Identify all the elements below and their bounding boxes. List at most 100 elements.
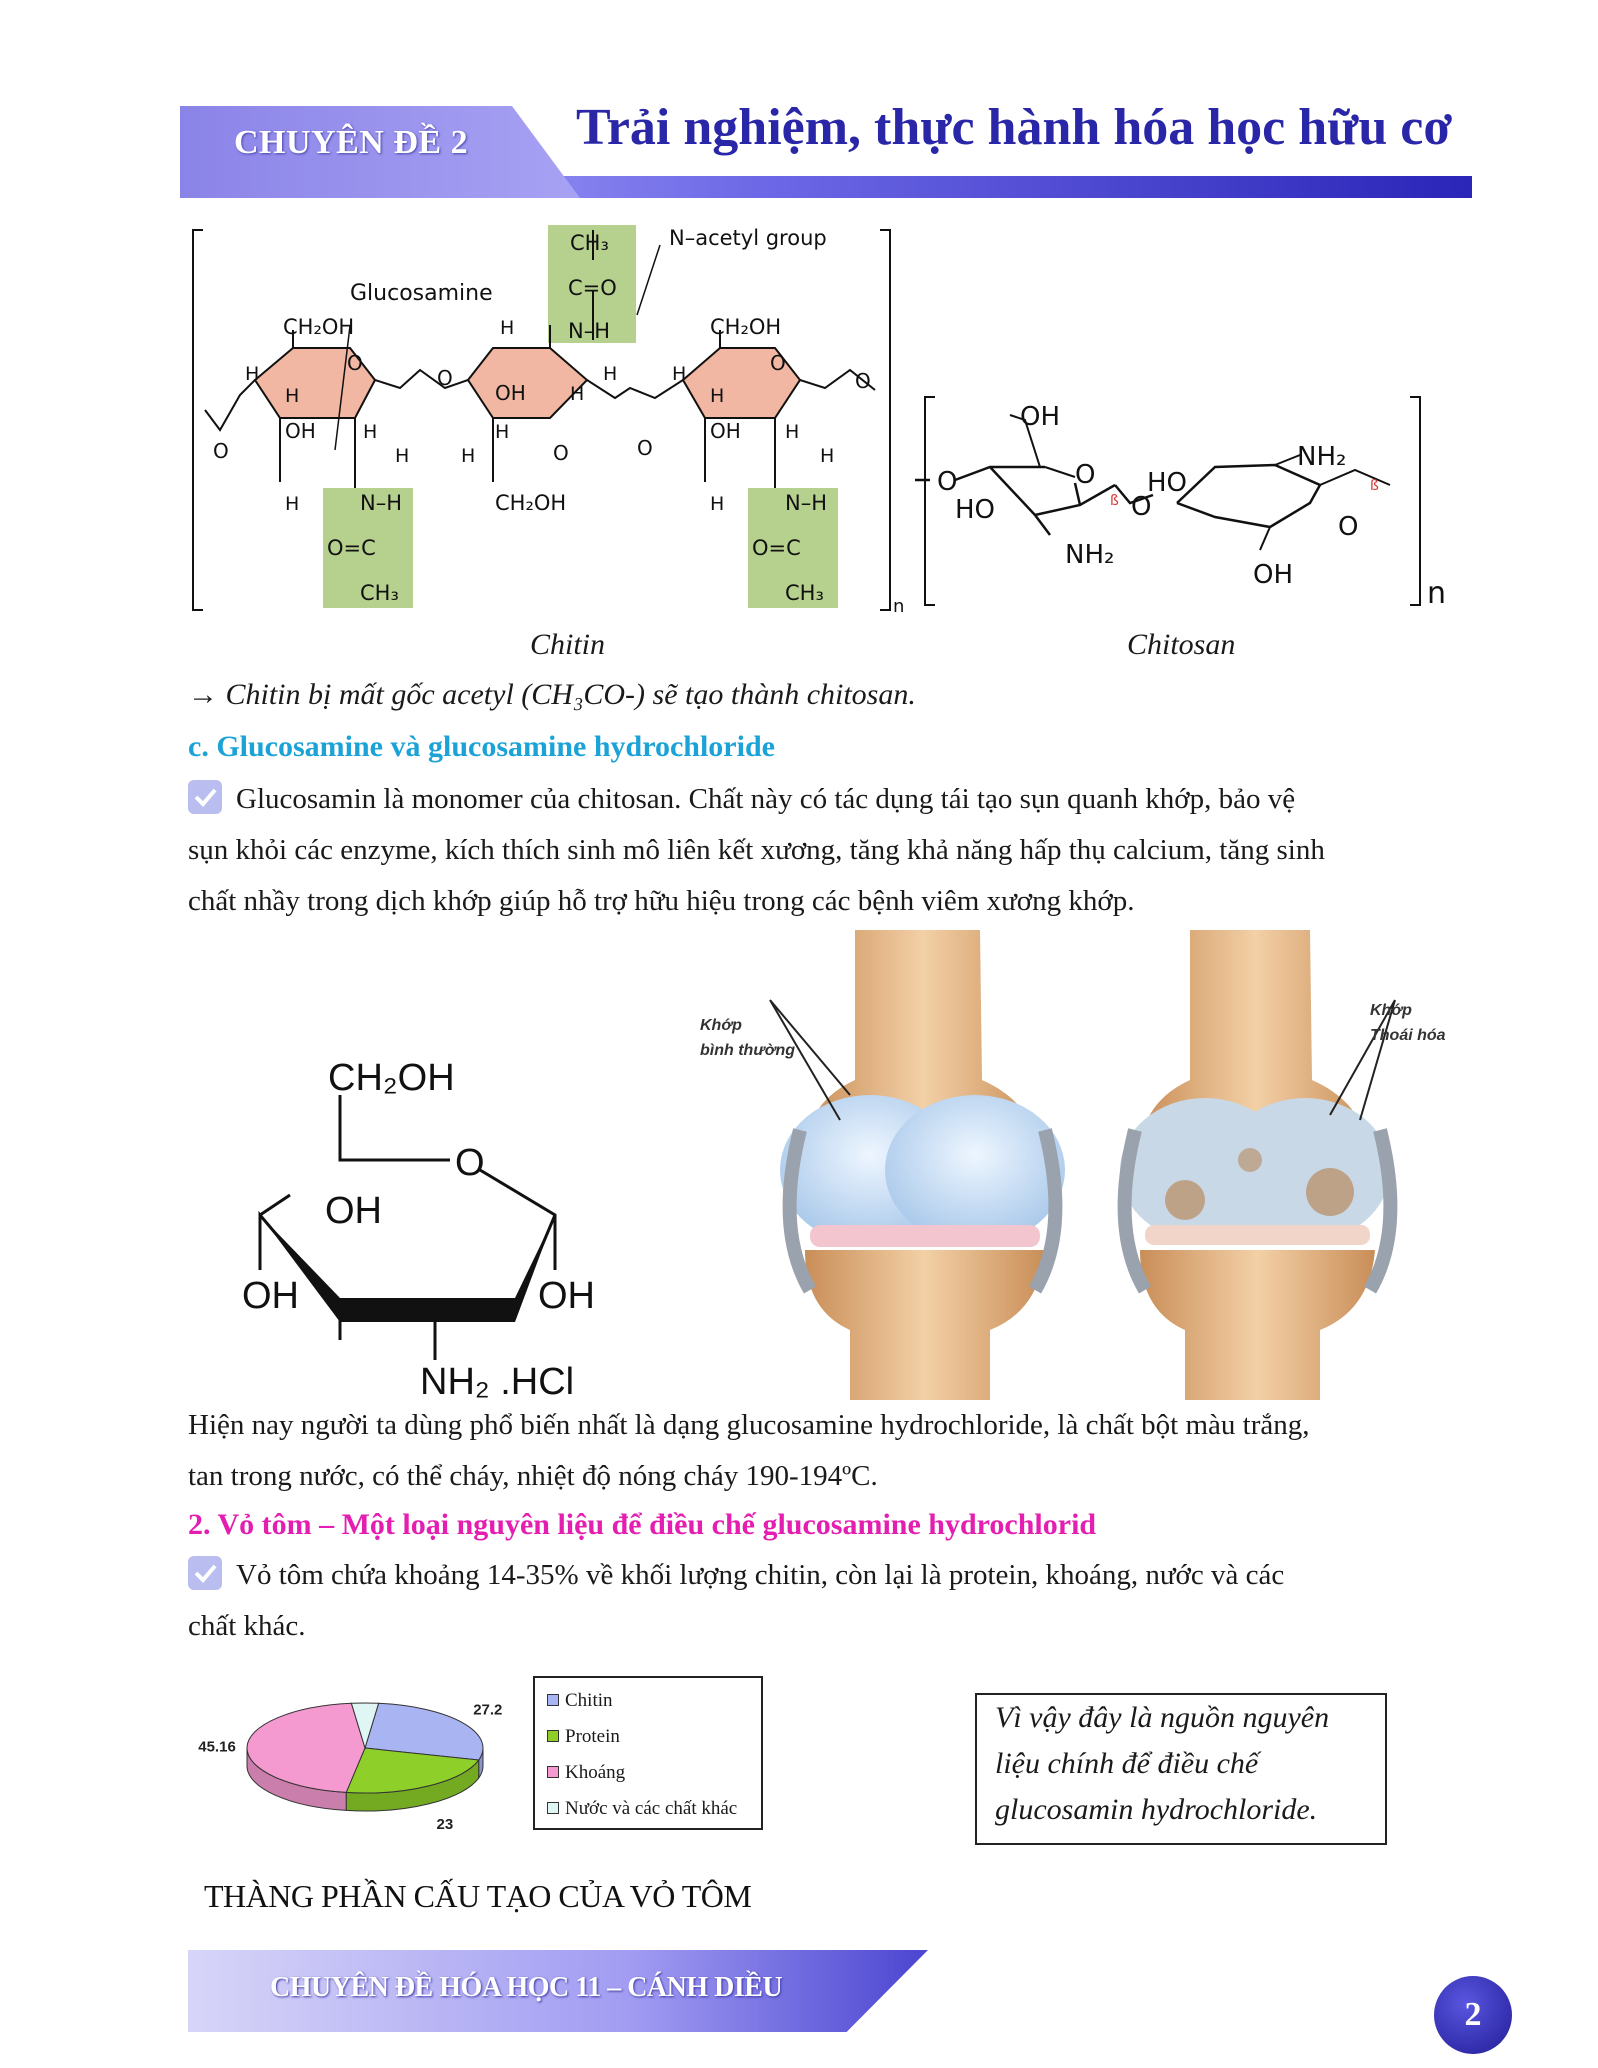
chem-label: OH xyxy=(538,1275,595,1317)
chem-label: O xyxy=(1131,492,1151,522)
legend-swatch xyxy=(547,1802,559,1814)
chem-label: OH xyxy=(285,419,316,443)
chitosan-structure: O HO OH O ß NH₂ O HO NH₂ ß O OH n xyxy=(915,396,1446,611)
chem-label: H xyxy=(500,317,514,339)
beta-label: ß xyxy=(1110,493,1119,509)
chitin-caption: Chitin xyxy=(530,628,606,661)
header-badge-label: CHUYÊN ĐỀ 2 xyxy=(234,124,469,161)
page-title: Trải nghiệm, thực hành hóa học hữu cơ xyxy=(576,99,1453,156)
chem-label: O xyxy=(1338,512,1358,542)
chem-label: O xyxy=(437,366,453,390)
chem-label: H xyxy=(285,385,299,407)
chem-label: n xyxy=(893,596,904,617)
legend-swatch xyxy=(547,1730,559,1742)
header-badge: CHUYÊN ĐỀ 2 xyxy=(180,106,580,198)
chem-label: OH xyxy=(325,1190,382,1232)
chem-label: O xyxy=(937,467,957,497)
legend-swatch xyxy=(547,1694,559,1706)
chem-label: H xyxy=(363,421,377,443)
chem-label: CH₂OH xyxy=(710,315,781,339)
pie-value-label: 23 xyxy=(437,1816,454,1833)
legend-item: Nước và các chất khác xyxy=(547,1798,737,1820)
note-line: Vì vậy đây là nguồn nguyên xyxy=(995,1701,1330,1734)
chem-label: OH xyxy=(1253,560,1293,590)
pie-chart-title: THÀNG PHẦN CẤU TẠO CỦA VỎ TÔM xyxy=(204,1878,752,1914)
arrow-note: → Chitin bị mất gốc acetyl (CH₃CO-) sẽ t… xyxy=(188,678,916,711)
beta-label: ß xyxy=(1370,478,1379,494)
chem-label: H xyxy=(710,493,724,515)
chem-label: NH₂ xyxy=(1297,442,1346,472)
chitosan-caption: Chitosan xyxy=(1127,628,1236,661)
chem-label: O xyxy=(637,436,653,460)
pie-slice xyxy=(364,1702,484,1761)
check-icon xyxy=(188,780,222,814)
hcl-paragraph: Hiện nay người ta dùng phổ biến nhất là … xyxy=(188,1400,1518,1502)
chem-label: CH₂OH xyxy=(328,1057,455,1099)
chem-label: OH xyxy=(1020,402,1060,432)
page-number: 2 xyxy=(1434,1976,1512,2054)
chem-label: H xyxy=(285,493,299,515)
chem-label: O xyxy=(770,351,786,375)
paragraph-line: tan trong nước, có thể cháy, nhiệt độ nó… xyxy=(188,1460,878,1492)
paragraph-line: Hiện nay người ta dùng phổ biến nhất là … xyxy=(188,1409,1310,1441)
chem-label: HO xyxy=(1147,468,1187,498)
legend-item: Khoáng xyxy=(547,1762,625,1784)
chem-label: H xyxy=(785,421,799,443)
note-box: Vì vậy đây là nguồn nguyên liệu chính để… xyxy=(975,1693,1387,1845)
chem-label: O=C xyxy=(752,536,801,560)
legend-item: Protein xyxy=(547,1726,620,1748)
chem-label: N–H xyxy=(568,319,610,343)
chem-label: CH₃ xyxy=(360,581,399,605)
paragraph-line: chất nhầy trong dịch khớp giúp hỗ trợ hữ… xyxy=(188,885,1135,917)
footer-bar xyxy=(188,1950,928,2032)
chem-label: H xyxy=(570,383,584,405)
chem-label: NH₂ .HCl xyxy=(420,1361,574,1400)
knee-degen-label: Khớp xyxy=(1370,1002,1412,1019)
chem-label: N–H xyxy=(360,491,402,515)
n-acetyl-label: N–acetyl group xyxy=(669,226,827,250)
chem-label: H xyxy=(461,445,475,467)
knee-normal-label: bình thường xyxy=(700,1042,795,1059)
chem-label: CH₂OH xyxy=(495,491,566,515)
section-c-heading: c. Glucosamine và glucosamine hydrochlor… xyxy=(188,730,775,763)
legend-swatch xyxy=(547,1766,559,1778)
paragraph-line: chất khác. xyxy=(188,1610,306,1642)
chem-label: O xyxy=(213,439,229,463)
chem-label: O xyxy=(455,1142,485,1184)
chem-label: CH₃ xyxy=(785,581,824,605)
paragraph-line: Vỏ tôm chứa khoảng 14-35% về khối lượng … xyxy=(188,1550,1508,1601)
note-line: liệu chính để điều chế xyxy=(995,1747,1259,1780)
pie-slice xyxy=(350,1702,380,1750)
chem-label: C=O xyxy=(568,276,617,300)
chem-label: H xyxy=(495,421,509,443)
chem-label: H xyxy=(603,363,617,385)
chem-label: OH xyxy=(242,1275,299,1317)
footer-text: CHUYÊN ĐỀ HÓA HỌC 11 – CÁNH DIỀU xyxy=(270,1972,783,2003)
chem-label: O=C xyxy=(327,536,376,560)
section-c-paragraph: Glucosamin là monomer của chitosan. Chất… xyxy=(188,774,1508,927)
knee-normal-label: Khớp xyxy=(700,1017,742,1034)
section-2-paragraph: Vỏ tôm chứa khoảng 14-35% về khối lượng … xyxy=(188,1550,1508,1652)
chitin-structure: CH₃ N–acetyl group C=O N–H Glucosamine C… xyxy=(192,225,904,617)
note-line: glucosamin hydrochloride. xyxy=(995,1793,1318,1826)
chem-label: OH xyxy=(495,381,526,405)
chem-label: O xyxy=(1075,460,1095,490)
chem-label: O xyxy=(553,441,569,465)
legend-item: Chitin xyxy=(547,1690,613,1712)
chem-label: H xyxy=(245,363,259,385)
chem-label: H xyxy=(820,445,834,467)
chem-label: CH₂OH xyxy=(283,315,354,339)
glucosamine-label: Glucosamine xyxy=(350,281,493,306)
paragraph-line: Glucosamin là monomer của chitosan. Chất… xyxy=(188,774,1508,825)
chem-label: n xyxy=(1427,576,1446,611)
pie-value-label: 45.16 xyxy=(198,1738,236,1755)
chem-label: H xyxy=(395,445,409,467)
knee-degen-label: Thoái hóa xyxy=(1370,1027,1446,1044)
section-2-heading: 2. Vỏ tôm – Một loại nguyên liệu để điều… xyxy=(188,1508,1097,1541)
pie-slice xyxy=(246,1702,366,1793)
chem-label: HO xyxy=(955,495,995,525)
check-icon xyxy=(188,1556,222,1590)
pie-legend: Chitin Protein Khoáng Nước và các chất k… xyxy=(533,1676,763,1830)
glucosamine-hcl-structure: CH₂OH O OH OH OH NH₂ .HCl xyxy=(242,1057,595,1400)
